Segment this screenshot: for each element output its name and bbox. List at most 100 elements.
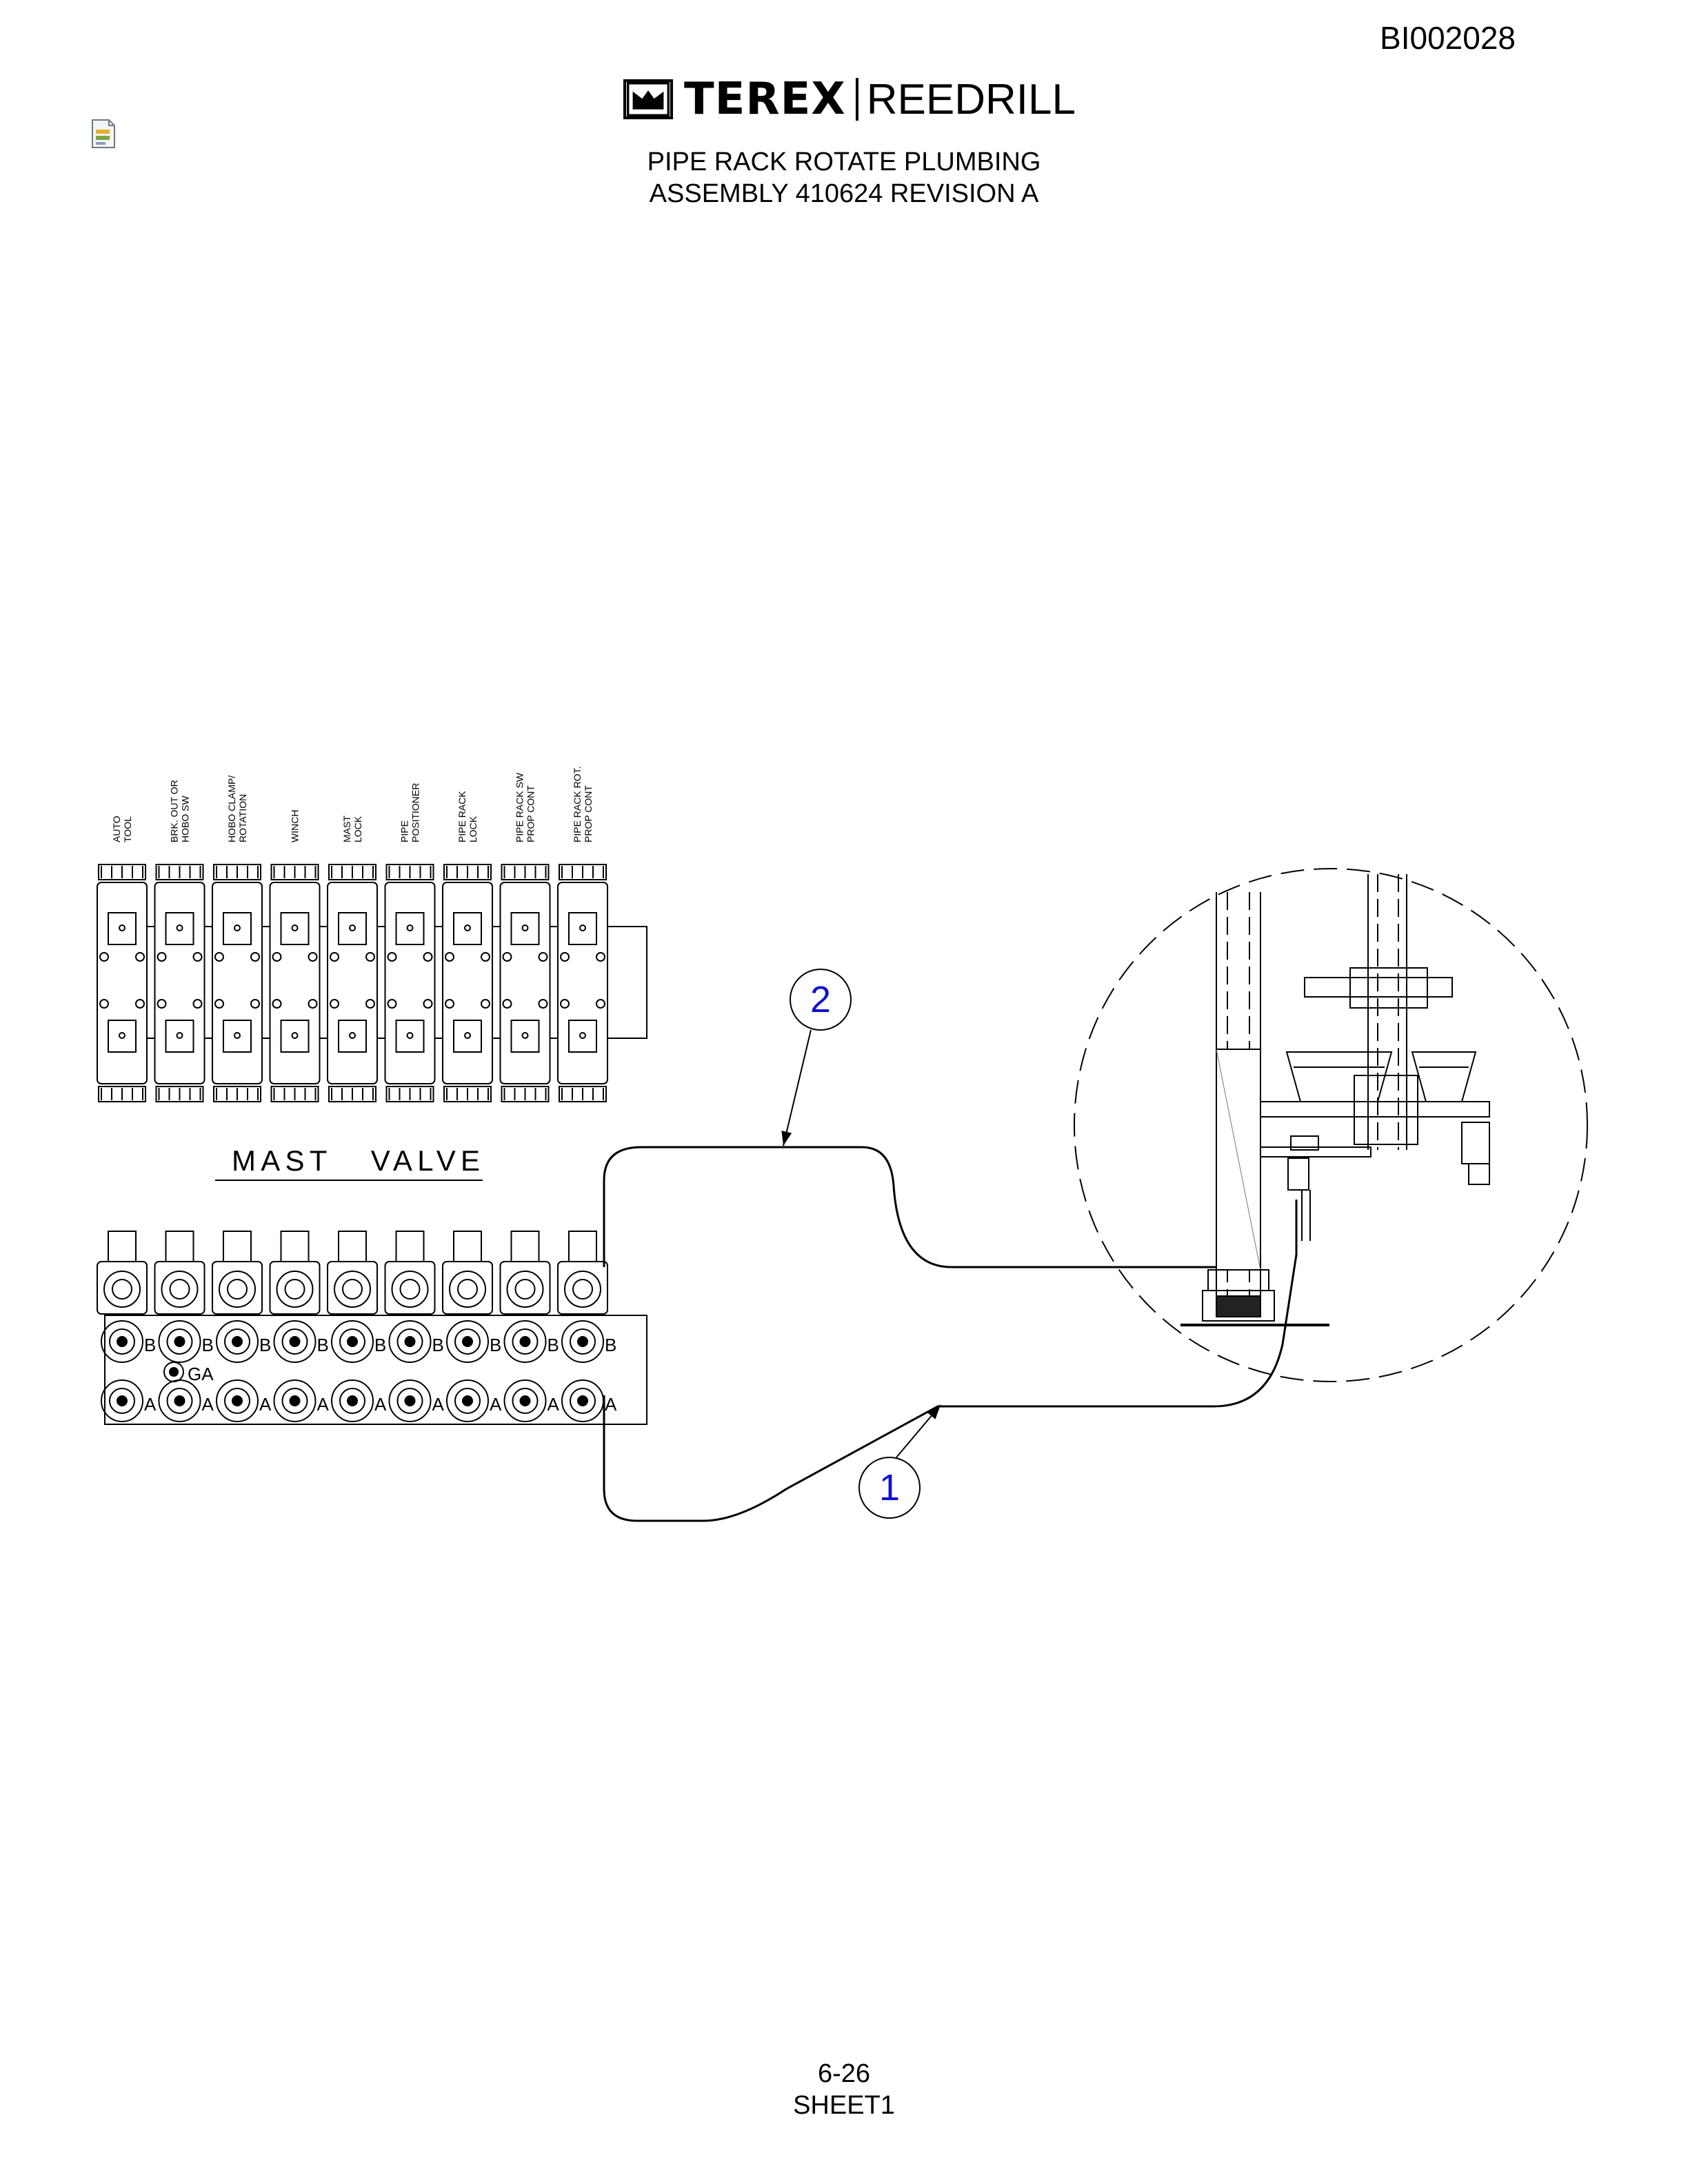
section-label-line: HOBO CLAMP/ bbox=[226, 776, 237, 842]
valve-section-body bbox=[154, 882, 205, 1084]
pipe-rack-detail-view bbox=[1074, 868, 1588, 1382]
solenoid-top bbox=[510, 912, 540, 945]
solenoid-top bbox=[280, 912, 310, 945]
port-bore bbox=[404, 1395, 416, 1406]
port-bore bbox=[519, 1395, 531, 1406]
bolt bbox=[272, 952, 282, 962]
bolt bbox=[365, 952, 375, 962]
hose-routes bbox=[603, 1146, 1298, 1522]
bolt bbox=[481, 999, 490, 1009]
screw bbox=[521, 924, 529, 931]
screw bbox=[406, 924, 414, 931]
section-label-line: PROP CONT bbox=[583, 785, 594, 842]
solenoid-bottom bbox=[338, 1020, 367, 1053]
section-label-4: WINCH bbox=[290, 810, 301, 842]
port-outer bbox=[388, 1379, 432, 1422]
bolt bbox=[596, 952, 605, 962]
spool-cap-top bbox=[385, 864, 434, 880]
gauge-port bbox=[163, 1362, 184, 1382]
solenoid-core bbox=[227, 1279, 248, 1300]
port-label-b: B bbox=[202, 1335, 214, 1355]
bolt bbox=[157, 999, 167, 1009]
port-label-b: B bbox=[605, 1335, 616, 1355]
port-bore bbox=[174, 1395, 185, 1406]
valve-section-body bbox=[97, 882, 148, 1084]
port-fitting bbox=[166, 1388, 193, 1414]
solenoid-housing bbox=[499, 1261, 551, 1315]
port-outer bbox=[503, 1320, 547, 1363]
port-outer bbox=[273, 1320, 316, 1363]
spool-cap-bottom bbox=[501, 1086, 550, 1102]
bolt bbox=[308, 999, 318, 1009]
port-fitting bbox=[109, 1388, 135, 1414]
bolt bbox=[560, 999, 570, 1009]
screw bbox=[234, 1032, 241, 1039]
valve-manifold bbox=[104, 1315, 647, 1425]
solenoid-coil bbox=[219, 1271, 256, 1308]
gauge-port-center bbox=[169, 1367, 179, 1377]
solenoid-coil bbox=[506, 1271, 544, 1308]
bolt bbox=[423, 952, 433, 962]
bolt bbox=[250, 952, 260, 962]
screw bbox=[464, 1032, 471, 1039]
port-bore bbox=[404, 1336, 416, 1347]
valve-section-body bbox=[269, 882, 321, 1084]
bolt bbox=[214, 999, 224, 1009]
port-fitting bbox=[570, 1328, 596, 1355]
bolt bbox=[387, 999, 397, 1009]
port-fitting bbox=[512, 1328, 539, 1355]
port-fitting bbox=[109, 1328, 135, 1355]
port-label-b: B bbox=[144, 1335, 156, 1355]
solenoid-stem bbox=[395, 1231, 425, 1262]
brand-logo: TEREX REEDRILL bbox=[623, 72, 1076, 127]
spool-cap-top bbox=[501, 864, 550, 880]
valve-section-body bbox=[384, 882, 436, 1084]
solenoid-top bbox=[165, 912, 194, 945]
port-label-a: A bbox=[317, 1394, 330, 1415]
spool-cap-bottom bbox=[155, 1086, 204, 1102]
port-label-b: B bbox=[490, 1335, 501, 1355]
screw bbox=[349, 1032, 356, 1039]
screw bbox=[176, 1032, 183, 1039]
port-bore bbox=[462, 1336, 473, 1347]
bolt bbox=[365, 999, 375, 1009]
solenoid-core bbox=[514, 1279, 536, 1300]
bolt bbox=[308, 952, 318, 962]
screw bbox=[349, 924, 356, 931]
port-label-b: B bbox=[374, 1335, 386, 1355]
port-outer bbox=[273, 1379, 316, 1422]
port-label-a: A bbox=[432, 1394, 445, 1415]
document-icon[interactable] bbox=[90, 119, 117, 149]
section-label-line: BRK. OUT OR bbox=[169, 780, 180, 842]
solenoid-stem bbox=[280, 1231, 310, 1262]
port-outer bbox=[388, 1320, 432, 1363]
solenoid-stem bbox=[568, 1231, 597, 1262]
gauge-port-label: GA bbox=[188, 1364, 214, 1384]
spool-cap-top bbox=[98, 864, 146, 880]
mast-valve-top-view bbox=[97, 864, 647, 1102]
port-outer bbox=[216, 1320, 259, 1363]
bolt bbox=[272, 999, 282, 1009]
spool-cap-bottom bbox=[328, 1086, 376, 1102]
callout-leader bbox=[783, 1029, 812, 1146]
bolt bbox=[99, 952, 109, 962]
spool-cap-top bbox=[155, 864, 204, 880]
port-fitting bbox=[224, 1328, 250, 1355]
port-outer bbox=[446, 1320, 489, 1363]
port-label-b: B bbox=[259, 1335, 271, 1355]
callout-arrowhead bbox=[927, 1405, 941, 1419]
port-fitting bbox=[512, 1388, 539, 1414]
port-outer bbox=[331, 1379, 374, 1422]
port-bore bbox=[289, 1336, 301, 1347]
callout-number: 1 bbox=[879, 1467, 900, 1508]
spool-cap-bottom bbox=[443, 1086, 492, 1102]
page-footer: 6-26 SHEET1 bbox=[0, 2058, 1688, 2121]
section-label-line: ROTATION bbox=[237, 794, 248, 842]
port-label-a: A bbox=[374, 1394, 387, 1415]
solenoid-top bbox=[568, 912, 597, 945]
section-label-line: PIPE bbox=[399, 820, 410, 842]
